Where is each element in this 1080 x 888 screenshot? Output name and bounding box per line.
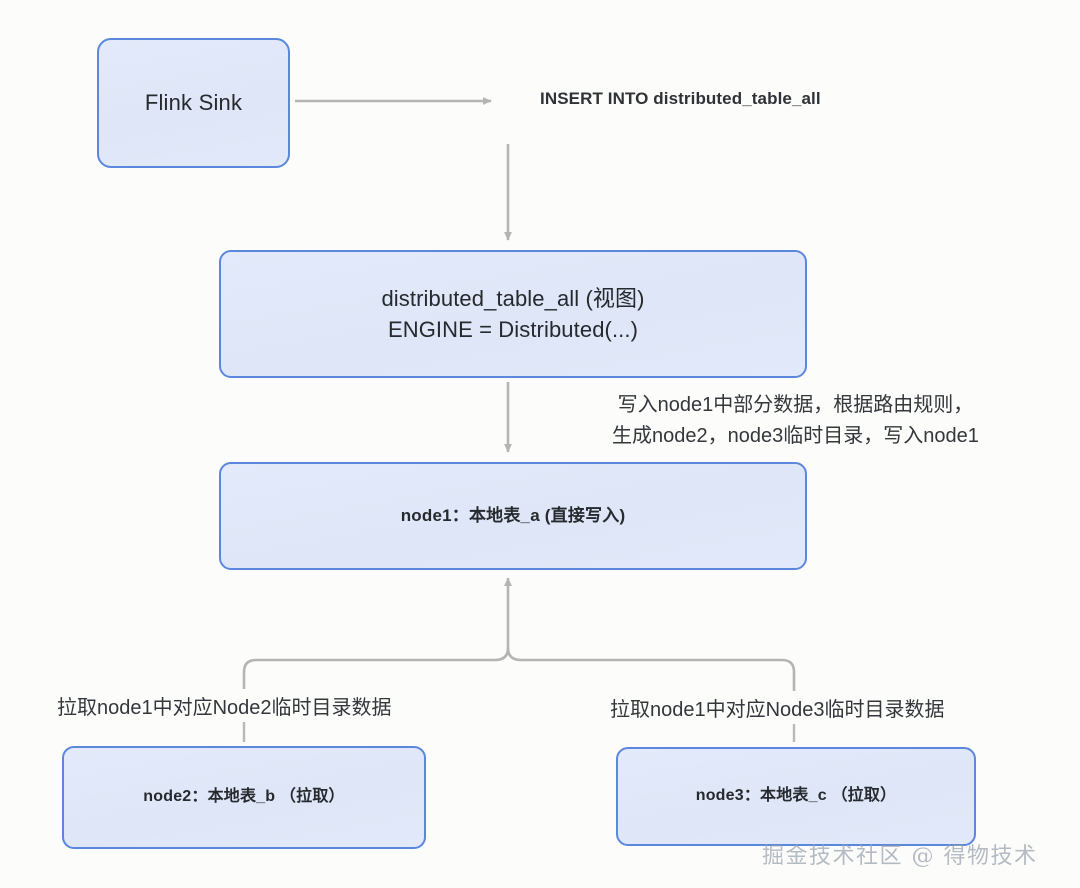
node-flink-sink-label: Flink Sink bbox=[144, 90, 243, 116]
node-node1[interactable]: node1：本地表_a (直接写入) bbox=[219, 462, 807, 570]
label-pull-node2: 拉取node1中对应Node2临时目录数据 bbox=[53, 689, 396, 722]
label-insert-into: INSERT INTO distributed_table_all bbox=[540, 89, 821, 108]
node-distributed-table-line2: ENGINE = Distributed(...) bbox=[387, 317, 639, 342]
node-flink-sink[interactable]: Flink Sink bbox=[97, 38, 290, 168]
node-node2[interactable]: node2：本地表_b （拉取） bbox=[62, 746, 426, 849]
label-route-note-line2: 生成node2，node3临时目录，写入node1 bbox=[612, 425, 979, 447]
node-node3[interactable]: node3：本地表_c （拉取） bbox=[616, 747, 976, 846]
watermark: 掘金技术社区 @ 得物技术 bbox=[762, 844, 1038, 869]
node-distributed-table[interactable]: distributed_table_all (视图) ENGINE = Dist… bbox=[219, 250, 807, 378]
node-node2-label: node2：本地表_b （拉取） bbox=[143, 788, 345, 806]
label-pull-node3: 拉取node1中对应Node3临时目录数据 bbox=[606, 691, 949, 724]
label-route-note-line1: 写入node1中部分数据，根据路由规则， bbox=[617, 394, 974, 416]
node-distributed-table-line1: distributed_table_all (视图) bbox=[381, 285, 645, 311]
node-node1-label: node1：本地表_a (直接写入) bbox=[400, 505, 626, 525]
label-route-note: 写入node1中部分数据，根据路由规则， 生成node2，node3临时目录，写… bbox=[612, 390, 979, 452]
node-node3-label: node3：本地表_c （拉取） bbox=[695, 787, 897, 805]
